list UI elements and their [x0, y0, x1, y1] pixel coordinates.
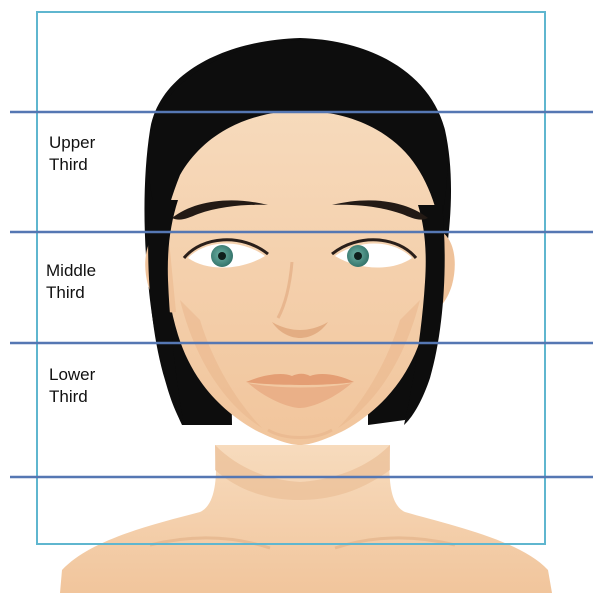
upper-third-line1: Upper: [49, 132, 159, 154]
pupil-left: [218, 252, 226, 260]
upper-third-label: Upper Third: [49, 132, 159, 176]
lower-third-line2: Third: [49, 386, 159, 408]
pupil-right: [354, 252, 362, 260]
upper-third-line2: Third: [49, 154, 159, 176]
middle-third-line2: Third: [46, 282, 156, 304]
middle-third-label: Middle Third: [46, 260, 156, 304]
middle-third-line1: Middle: [46, 260, 156, 282]
shoulders: [60, 445, 552, 593]
lower-third-line1: Lower: [49, 364, 159, 386]
lower-third-label: Lower Third: [49, 364, 159, 408]
